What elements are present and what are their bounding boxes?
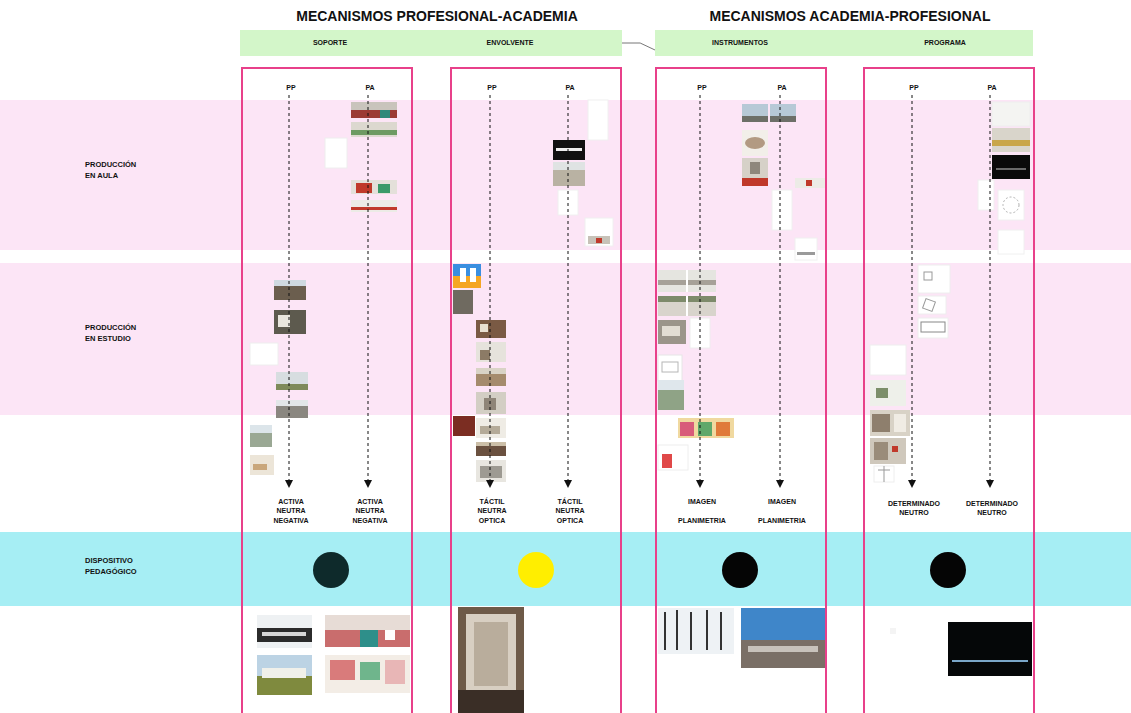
text-slot: PP: [687, 83, 717, 92]
text-slot: PP: [477, 83, 507, 92]
heading-slot: MECANISMOS ACADEMIA-PROFESIONAL: [660, 8, 1040, 25]
column-label: DETERMINADO NEUTRO: [962, 499, 1022, 518]
column-label: PA: [555, 83, 585, 92]
column-label: ACTIVA NEUTRA NEGATIVA: [346, 497, 394, 525]
text-slot: INSTRUMENTOS: [665, 38, 815, 47]
text-slot: DISPOSITIVO PEDAGÓGICO: [85, 556, 157, 577]
text-slot: IMAGEN: [752, 497, 812, 506]
column-label: PP: [899, 83, 929, 92]
section-name: ENVOLVENTE: [440, 38, 580, 47]
text-slot: DETERMINADO NEUTRO: [962, 499, 1022, 518]
column-label: PA: [767, 83, 797, 92]
text-slot: PP: [276, 83, 306, 92]
text-slot: ACTIVA NEUTRA NEGATIVA: [346, 497, 394, 525]
column-label: PLANIMETRIA: [667, 516, 737, 525]
connector-line: [622, 43, 655, 50]
text-slot: PP: [899, 83, 929, 92]
reference-images: [257, 607, 1032, 713]
text-slot: PA: [767, 83, 797, 92]
column-label: IMAGEN: [752, 497, 812, 506]
row-label: DISPOSITIVO PEDAGÓGICO: [85, 556, 157, 577]
mechanism-column: PP PA IMAGEN PLANIMETRIA IMAGEN PLANIMETRIA: [655, 67, 827, 713]
production-band: PRODUCCIÓN EN ESTUDIO: [0, 263, 1131, 415]
text-slot: TÁCTIL NEUTRA OPTICA: [468, 497, 516, 525]
text-slot: DETERMINADO NEUTRO: [884, 499, 944, 518]
column-label: PP: [687, 83, 717, 92]
column-label: PP: [477, 83, 507, 92]
mechanism-column: PP PA TÁCTIL NEUTRA OPTICA TÁCTIL NEUTRA OP…: [450, 67, 622, 713]
section-name: SOPORTE: [260, 38, 400, 47]
text-slot: PA: [977, 83, 1007, 92]
heading-slot: MECANISMOS PROFESIONAL-ACADEMIA: [247, 8, 627, 25]
text-slot: SOPORTE: [260, 38, 400, 47]
row-label: PRODUCCIÓN EN AULA: [85, 160, 143, 181]
section-bar: SOPORTE ENVOLVENTE: [240, 30, 622, 56]
text-slot: ENVOLVENTE: [440, 38, 580, 47]
mechanism-column: PP PA DETERMINADO NEUTRO DETERMINADO NEUTRO: [863, 67, 1035, 713]
text-slot: PRODUCCIÓN EN ESTUDIO: [85, 323, 145, 344]
section-name: PROGRAMA: [870, 38, 1020, 47]
column-label: PA: [977, 83, 1007, 92]
section-name: INSTRUMENTOS: [665, 38, 815, 47]
text-slot: ACTIVA NEUTRA NEGATIVA: [267, 497, 315, 525]
text-slot: PLANIMETRIA: [667, 516, 737, 525]
text-slot: PA: [355, 83, 385, 92]
text-slot: PROGRAMA: [870, 38, 1020, 47]
column-label: ACTIVA NEUTRA NEGATIVA: [267, 497, 315, 525]
section-heading: MECANISMOS ACADEMIA-PROFESIONAL: [660, 8, 1040, 25]
mechanism-column: PP PA ACTIVA NEUTRA NEGATIVA ACTIVA NEUTRA …: [241, 67, 413, 713]
text-slot: PRODUCCIÓN EN AULA: [85, 160, 143, 181]
column-label: PA: [355, 83, 385, 92]
section-heading: MECANISMOS PROFESIONAL-ACADEMIA: [247, 8, 627, 25]
text-slot: IMAGEN: [672, 497, 732, 506]
text-slot: TÁCTIL NEUTRA OPTICA: [546, 497, 594, 525]
column-label: DETERMINADO NEUTRO: [884, 499, 944, 518]
column-label: PLANIMETRIA: [747, 516, 817, 525]
text-slot: PLANIMETRIA: [747, 516, 817, 525]
column-label: IMAGEN: [672, 497, 732, 506]
column-label: TÁCTIL NEUTRA OPTICA: [468, 497, 516, 525]
row-label: PRODUCCIÓN EN ESTUDIO: [85, 323, 145, 344]
column-label: TÁCTIL NEUTRA OPTICA: [546, 497, 594, 525]
text-slot: PA: [555, 83, 585, 92]
column-label: PP: [276, 83, 306, 92]
section-bar: INSTRUMENTOS PROGRAMA: [655, 30, 1033, 56]
